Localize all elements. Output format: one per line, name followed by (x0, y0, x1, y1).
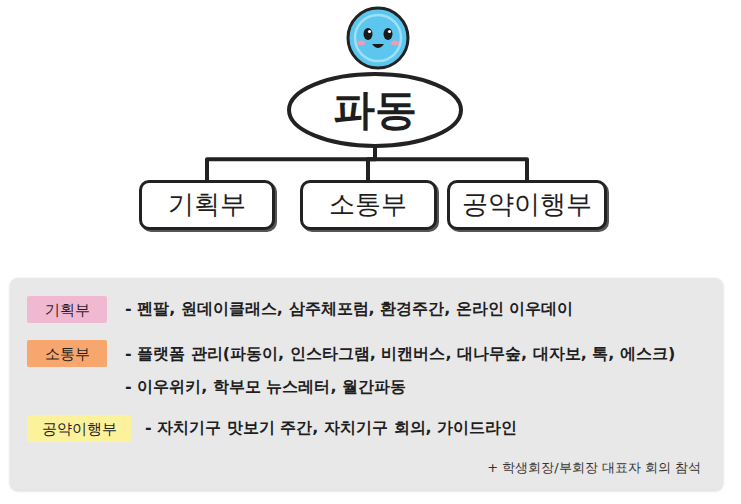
task-list: - 플랫폼 관리(파동이, 인스타그램, 비캔버스, 대나무숲, 대자보, 톡,… (125, 344, 675, 363)
note-text: + 학생회장/부회장 대표자 회의 참석 (487, 460, 701, 476)
tree-connector (375, 146, 527, 180)
mascot-eye-shine (368, 30, 371, 33)
department-box: 소통부 (300, 180, 437, 230)
department-box: 기획부 (139, 180, 275, 230)
tag-label: 기획부 (45, 301, 90, 319)
mascot-eye (364, 28, 373, 40)
mascot-cheek (357, 41, 365, 46)
box-label: 기획부 (168, 189, 246, 220)
department-tag: 공약이행부 (27, 415, 131, 442)
mascot-body (348, 8, 408, 68)
department-tag: 기획부 (27, 296, 107, 323)
box-label: 공약이행부 (462, 189, 592, 220)
mascot-eye (384, 28, 393, 40)
task-list: - 이우위키, 학부모 뉴스레터, 월간파동 (125, 377, 406, 396)
mascot-icon (348, 8, 408, 68)
summary-panel: 기획부소통부공약이행부 - 펜팔, 원데이클래스, 삼주체포럼, 환경주간, 온라… (10, 278, 723, 490)
root-label: 파동 (333, 85, 417, 135)
mascot-mouth (372, 44, 384, 48)
tag-label: 공약이행부 (42, 420, 117, 438)
mascot-eye-shine (388, 30, 391, 33)
box-label: 소통부 (329, 189, 407, 220)
tag-label: 소통부 (45, 345, 90, 363)
department-box: 공약이행부 (447, 180, 607, 230)
department-tag: 소통부 (27, 340, 107, 367)
ellipse-shape (289, 74, 461, 146)
tree-connector (207, 146, 375, 180)
task-list: - 펜팔, 원데이클래스, 삼주체포럼, 환경주간, 온라인 이우데이 (125, 299, 573, 318)
mascot-cheek (391, 41, 399, 46)
root-ellipse: 파동 (287, 72, 463, 148)
task-list: - 자치기구 맛보기 주간, 자치기구 회의, 가이드라인 (145, 418, 517, 437)
mascot-ring (355, 15, 401, 61)
